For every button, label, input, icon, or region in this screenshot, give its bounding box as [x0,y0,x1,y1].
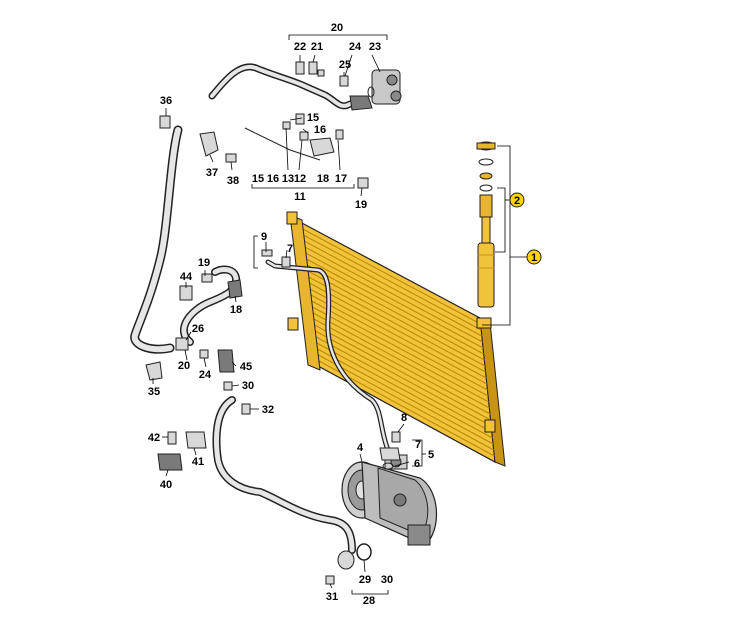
label-35: 35 [148,386,160,398]
label-42: 42 [148,432,160,444]
label-26: 26 [192,323,204,335]
label-15-upper: 15 [307,112,319,124]
callout-2-badge [509,192,525,208]
label-30-mid: 30 [242,380,254,392]
label-41: 41 [192,456,204,468]
condenser [286,211,506,467]
label-16-upper: 16 [314,124,326,136]
condenser-fin [307,281,487,379]
label-9: 9 [261,231,267,243]
label-15-lower: 15 [252,173,264,185]
label-31: 31 [326,591,338,603]
label-4: 4 [357,442,364,454]
label-20-lower: 20 [178,360,190,372]
condenser-fin [305,263,485,361]
leader-lines [152,34,426,595]
label-18-lower: 18 [230,304,242,316]
receiver-drier [476,141,496,308]
label-19-upper: 19 [355,199,367,211]
label-36: 36 [160,95,172,107]
label-18-upper: 18 [317,173,329,185]
label-2: 2 [514,195,520,207]
condenser-fin [315,347,494,445]
label-19-lower: 19 [198,257,210,269]
callout-1-badge [526,249,542,265]
liquid-line [265,259,391,453]
label-21: 21 [311,41,323,53]
condenser-fin [310,305,489,403]
discharge-hose [212,396,356,554]
label-29: 29 [359,574,371,586]
label-12: 12 [294,173,306,185]
condenser-fin [316,353,494,451]
suction-hose [130,125,183,354]
label-13: 13 [282,173,294,185]
condenser-fin [311,317,491,415]
mid-hose [180,265,241,346]
compressor [341,454,437,546]
label-38: 38 [227,175,239,187]
label-8: 8 [401,412,407,424]
condenser-fin [302,239,483,337]
label-37: 37 [206,167,218,179]
condenser-fin [303,251,484,349]
label-40: 40 [160,479,172,491]
label-1: 1 [531,252,537,264]
label-28: 28 [363,595,375,607]
condenser-fin [300,227,481,325]
label-11: 11 [294,191,306,203]
label-22: 22 [294,41,306,53]
label-24-top: 24 [349,41,362,53]
label-6: 6 [414,458,420,470]
label-5: 5 [428,449,434,461]
label-44: 44 [180,271,193,283]
condenser-fin [309,299,489,397]
condenser-fin [306,275,486,373]
label-25: 25 [339,59,351,71]
condenser-fin [312,323,491,421]
condenser-fin [314,335,493,433]
top-pipe [208,63,354,161]
label-16-lower: 16 [267,173,279,185]
condenser-fin [305,269,486,367]
label-24-lower: 24 [199,369,212,381]
condenser-fin [314,341,493,439]
condenser-fin [308,293,488,391]
condenser-fin [311,311,490,409]
condenser-fin [301,233,482,331]
condenser-fin [302,245,483,343]
label-30-bottom: 30 [381,574,393,586]
label-23: 23 [369,41,381,53]
label-17: 17 [335,173,347,185]
label-20-top: 20 [331,22,343,34]
label-32: 32 [262,404,274,416]
label-45: 45 [240,361,252,373]
label-7-lower: 7 [415,439,421,451]
condenser-fin [308,287,488,385]
label-7-upper: 7 [287,243,293,255]
condenser-fin [304,257,484,355]
condenser-fin [313,329,492,427]
